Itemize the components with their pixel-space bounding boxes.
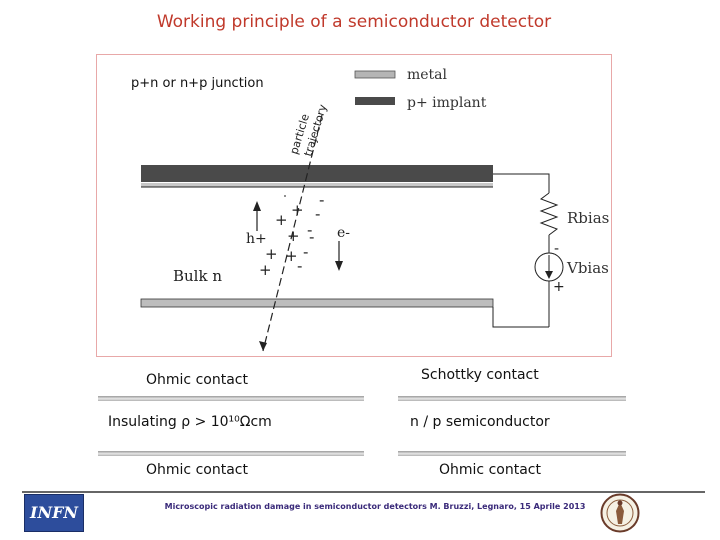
left-material-label: Insulating ρ > 10¹⁰Ωcm — [108, 414, 272, 430]
source-minus: - — [554, 241, 559, 257]
implant-swatch — [355, 97, 395, 105]
metal-swatch — [354, 70, 396, 79]
infn-logo-text: INFN — [29, 503, 79, 522]
right-top-contact: Schottky contact — [421, 367, 539, 383]
vbias-label: Vbias — [566, 259, 609, 277]
legend-implant-label: p+ implant — [407, 95, 487, 111]
left-bottom-contact: Ohmic contact — [146, 462, 248, 478]
plus-charge: + — [285, 247, 298, 265]
detector-diagram: metal p+ implant p+n or n+p junction par… — [131, 67, 609, 352]
minus-charge: - — [309, 228, 314, 246]
source-plus: + — [553, 279, 565, 295]
bias-resistor — [539, 192, 559, 236]
right-bottom-contact: Ohmic contact — [439, 462, 541, 478]
detector-figure: metal p+ implant p+n or n+p junction par… — [96, 54, 612, 357]
junction-label: p+n or n+p junction — [131, 76, 264, 91]
bulk-label: Bulk n — [173, 267, 222, 285]
plus-charge: + — [291, 201, 304, 219]
minus-charge: - — [315, 205, 320, 223]
plus-charge: + — [265, 245, 278, 263]
top-metal — [141, 183, 493, 187]
minus-charge: - — [307, 221, 312, 239]
page-title: Working principle of a semiconductor det… — [156, 12, 552, 32]
bottom-metal — [140, 298, 494, 308]
infn-logo: INFN — [24, 494, 84, 532]
legend-metal-label: metal — [407, 67, 448, 83]
footer-citation: Microscopic radiation damage in semicond… — [164, 502, 586, 511]
minus-charge: - — [303, 243, 308, 261]
university-seal-icon — [600, 493, 640, 533]
plus-charge: + — [287, 227, 300, 245]
left-bottom-bar — [98, 451, 364, 456]
top-implant — [141, 165, 493, 182]
plus-charge: + — [275, 211, 288, 229]
plus-charge: + — [259, 261, 272, 279]
right-bottom-bar — [398, 451, 626, 456]
right-material-label: n / p semiconductor — [410, 414, 550, 430]
right-top-bar — [398, 396, 626, 401]
minus-charge: - — [297, 257, 302, 275]
electron-label: e- — [337, 225, 350, 241]
rbias-label: Rbias — [567, 209, 609, 227]
left-top-bar — [98, 396, 364, 401]
footer-divider — [22, 491, 705, 493]
left-top-contact: Ohmic contact — [146, 372, 248, 388]
minus-charge: - — [319, 191, 324, 209]
particle-trajectory — [262, 114, 323, 352]
hole-label: h+ — [246, 231, 267, 247]
